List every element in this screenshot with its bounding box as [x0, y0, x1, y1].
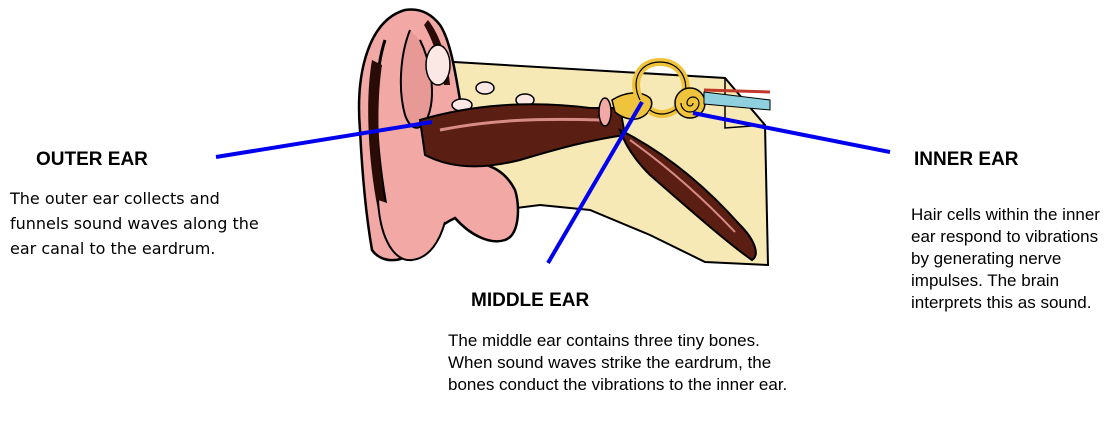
middle-ear-description: The middle ear contains three tiny bones… — [448, 330, 793, 396]
cartilage-blob-3 — [476, 82, 494, 94]
cartilage-blob-1 — [426, 45, 450, 85]
auditory-nerve-red — [704, 90, 770, 92]
outer-ear-title: OUTER EAR — [36, 149, 148, 171]
eardrum — [599, 98, 611, 126]
inner-ear-title: INNER EAR — [914, 149, 1019, 171]
outer-ear-description: The outer ear collects and funnels sound… — [10, 186, 260, 261]
middle-ear-title: MIDDLE EAR — [471, 290, 589, 312]
inner-ear-description: Hair cells within the inner ear respond … — [911, 204, 1116, 314]
